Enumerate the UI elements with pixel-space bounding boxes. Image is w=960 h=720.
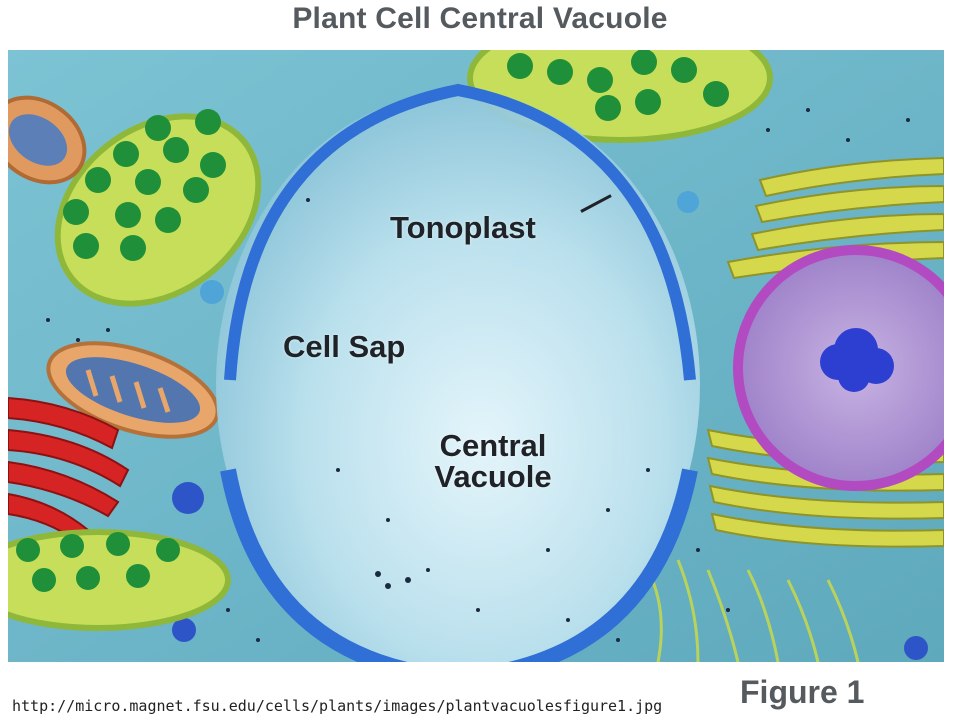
nucleolus: [820, 328, 894, 392]
chloroplast-bottom-left: [8, 529, 231, 631]
central-vacuole-label: Central Vacuole: [403, 430, 583, 492]
mitochondrion-top-left: [8, 95, 87, 185]
cell-sap-label: Cell Sap: [283, 329, 406, 364]
ribosome-cluster: [172, 482, 928, 660]
central-vacuole-label-line2: Vacuole: [434, 459, 552, 494]
cell-diagram-svg: [8, 50, 944, 662]
figure-label: Figure 1: [740, 674, 865, 710]
chloroplast-top-left: [54, 109, 262, 307]
source-url: http://micro.magnet.fsu.edu/cells/plants…: [12, 697, 663, 715]
mitochondrion-left: [46, 341, 220, 439]
tonoplast-label: Tonoplast: [390, 210, 536, 245]
tonoplast-membrane: [224, 83, 696, 381]
cell-illustration: Tonoplast Cell Sap Central Vacuole: [8, 50, 944, 662]
endoplasmic-reticulum: [8, 396, 130, 544]
nucleus: [733, 245, 944, 491]
cytoskeleton-filaments: [646, 559, 860, 662]
page-title: Plant Cell Central Vacuole: [292, 2, 668, 35]
tonoplast-membrane-lower: [220, 468, 698, 662]
central-vacuole: [216, 83, 700, 662]
cytoplasm-particles: [46, 108, 910, 642]
central-vacuole-label-line1: Central: [439, 428, 547, 463]
